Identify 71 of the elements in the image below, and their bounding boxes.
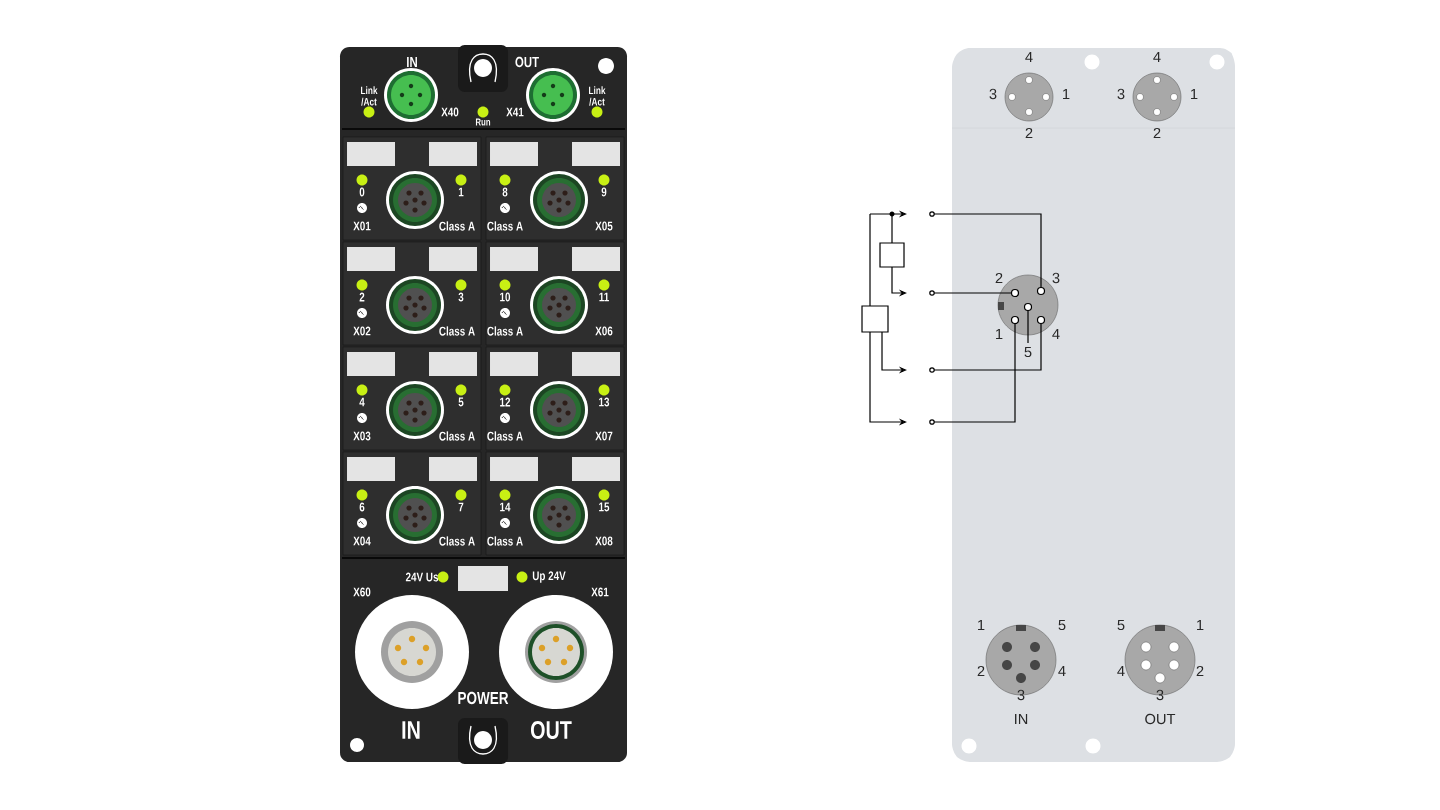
port-label: Class A <box>439 536 475 546</box>
device-label: X61 <box>591 587 609 597</box>
channel-number: 12 <box>500 397 511 407</box>
device-label: X41 <box>506 107 524 117</box>
channel-number: 14 <box>500 502 511 512</box>
channel-number: 11 <box>599 292 609 302</box>
channel-number: 0 <box>359 187 365 197</box>
channel-number: 10 <box>500 292 511 302</box>
device-label: X40 <box>441 107 459 117</box>
channel-number: 9 <box>601 187 607 197</box>
device-label: OUT <box>515 56 539 68</box>
pin-number: OUT <box>1145 713 1176 725</box>
device-label: X60 <box>353 587 371 597</box>
pin-number: 4 <box>1117 665 1125 677</box>
channel-number: 5 <box>458 397 464 407</box>
pin-number: 1 <box>1191 88 1198 100</box>
port-label: X03 <box>353 431 371 441</box>
device-label: POWER <box>458 691 509 705</box>
port-label: X02 <box>353 326 371 336</box>
channel-number: 15 <box>599 502 610 512</box>
pin-number: 3 <box>1052 272 1060 284</box>
device-label: IN <box>407 56 417 68</box>
pin-number: 3 <box>989 88 997 100</box>
pin-number: 1 <box>978 619 985 631</box>
pin-number: 1 <box>1063 88 1070 100</box>
pin-number: 2 <box>977 665 985 677</box>
port-label: Class A <box>439 221 475 231</box>
port-label: Class A <box>439 431 475 441</box>
pin-number: 5 <box>1024 346 1032 358</box>
channel-number: 13 <box>599 397 610 407</box>
device-label: Link /Act <box>361 86 378 106</box>
device-label: Run <box>475 118 491 126</box>
device-label: 24V Us <box>405 572 439 582</box>
port-label: X07 <box>595 431 613 441</box>
pin-number: 5 <box>1117 619 1125 631</box>
device-label: Up 24V <box>532 571 566 583</box>
port-label: X06 <box>595 326 613 336</box>
pin-number: 4 <box>1153 51 1161 63</box>
pin-number: 1 <box>996 328 1003 340</box>
channel-number: 3 <box>458 292 464 302</box>
pin-number: 4 <box>1025 51 1033 63</box>
device-label: Link /Act <box>589 86 606 106</box>
port-label: X01 <box>353 221 371 231</box>
port-label: Class A <box>487 326 523 336</box>
pin-number: 1 <box>1197 619 1204 631</box>
device-label: IN <box>402 721 420 739</box>
pin-number: 3 <box>1017 689 1025 701</box>
pin-number: 5 <box>1058 619 1066 631</box>
pin-number: 4 <box>1052 328 1060 340</box>
port-label: X04 <box>353 536 371 546</box>
pin-number: 2 <box>995 272 1003 284</box>
channel-number: 8 <box>502 187 508 197</box>
pin-number: 3 <box>1117 88 1125 100</box>
port-label: Class A <box>487 536 523 546</box>
pin-number: 2 <box>1153 127 1161 139</box>
pin-number: 2 <box>1025 127 1033 139</box>
pin-number: IN <box>1015 713 1028 725</box>
pin-number: 2 <box>1196 665 1204 677</box>
port-label: Class A <box>487 431 523 441</box>
port-label: X08 <box>595 536 613 546</box>
channel-number: 6 <box>359 502 365 512</box>
channel-number: 7 <box>458 502 464 512</box>
channel-number: 2 <box>359 292 365 302</box>
channel-number: 4 <box>359 397 365 407</box>
channel-number: 1 <box>458 187 464 197</box>
port-label: X05 <box>595 221 613 231</box>
port-label: Class A <box>439 326 475 336</box>
pin-number: 3 <box>1156 689 1164 701</box>
device-label: OUT <box>530 721 572 739</box>
port-label: Class A <box>487 221 523 231</box>
pin-number: 4 <box>1058 665 1066 677</box>
